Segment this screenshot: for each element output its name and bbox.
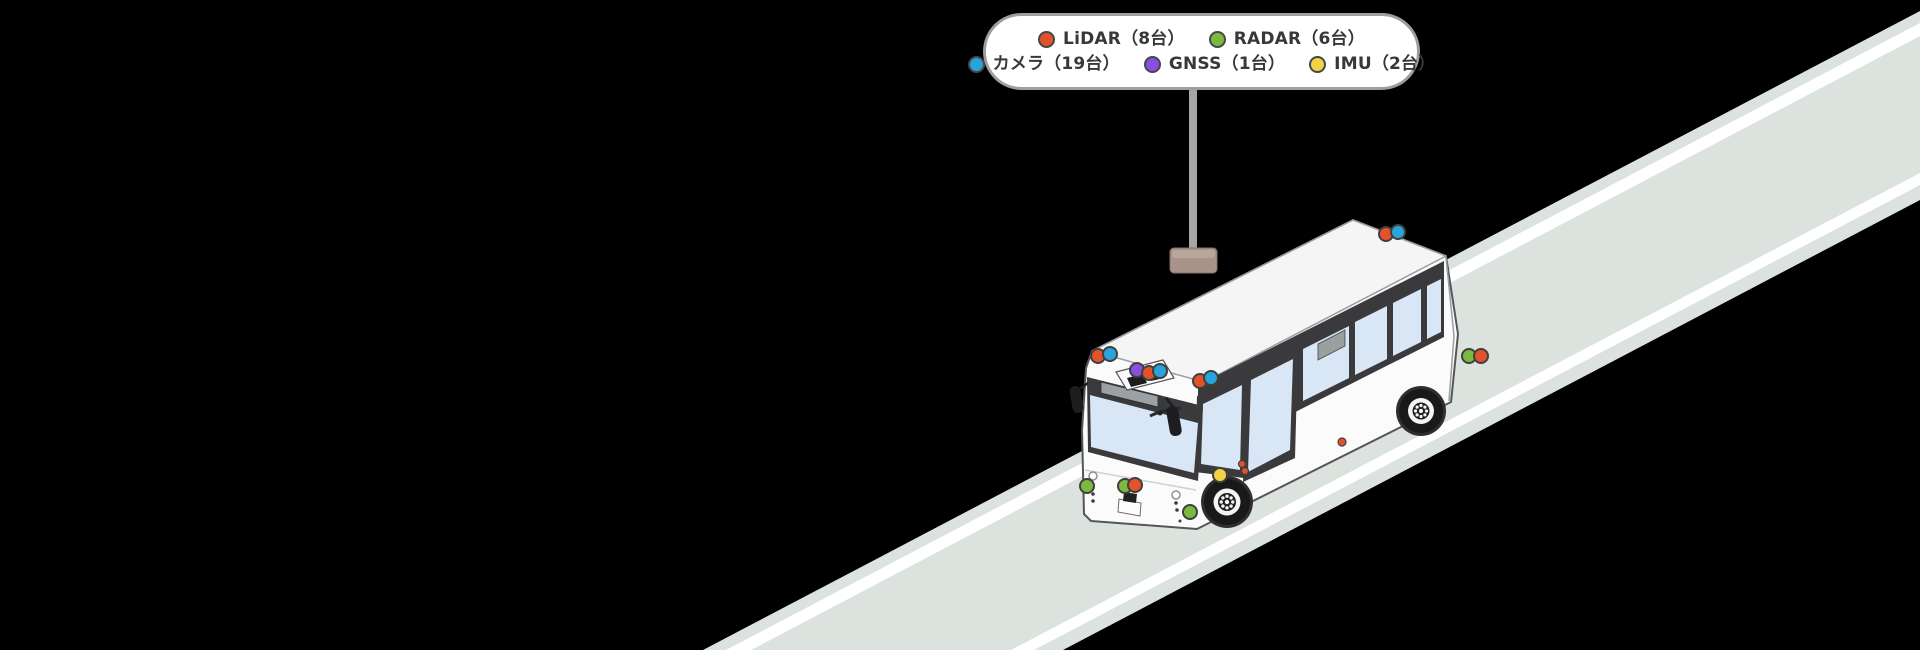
lidar-legend-dot-icon — [1038, 30, 1056, 48]
sensor-dot-lidar — [1473, 348, 1489, 364]
pointer-pole-base-highlight — [1172, 250, 1215, 258]
imu-legend-dot-icon — [1309, 55, 1327, 73]
legend-pointer — [1169, 88, 1218, 274]
driver-window-glass — [1201, 385, 1242, 470]
bumper-dot — [1174, 501, 1178, 505]
sensor-dot-camera — [1390, 224, 1406, 240]
door-glass — [1248, 359, 1293, 472]
side-window-3 — [1393, 289, 1421, 356]
bumper-dot — [1091, 492, 1095, 496]
legend-label-camera: カメラ（19台） — [992, 53, 1120, 74]
destination-display — [1100, 381, 1159, 408]
sensor-dot-lidar — [1127, 477, 1143, 493]
sensor-dot-radar — [1079, 478, 1095, 494]
window-vent-panel — [1317, 329, 1346, 361]
legend-item-imu: IMU（2台） — [1309, 53, 1436, 74]
rear-corner-edge — [1445, 256, 1455, 402]
sensor-dot-radar — [1182, 504, 1198, 520]
legend-label-radar: RADAR（6台） — [1233, 28, 1365, 49]
sensor-dot-camera — [1102, 346, 1118, 362]
sensor-dot-layer — [1079, 224, 1489, 520]
bumper-dot — [1175, 508, 1179, 512]
sensor-dot-imu — [1212, 467, 1228, 483]
radar-legend-dot-icon — [1208, 30, 1226, 48]
legend-item-gnss: GNSS（1台） — [1143, 53, 1286, 74]
rear-wheel — [1396, 386, 1446, 436]
side-window-2 — [1355, 306, 1387, 375]
sensor-dot-lidar — [1240, 466, 1250, 476]
pointer-pole — [1189, 88, 1197, 252]
bus-illustration — [1069, 219, 1459, 530]
wiper — [1149, 406, 1182, 418]
legend-row-1: LiDAR（8台） RADAR（6台） — [1038, 28, 1365, 49]
headlight-left — [1088, 471, 1098, 481]
sensor-dot-lidar — [1237, 459, 1247, 469]
sensor-dot-camera — [1152, 363, 1168, 379]
legend-label-gnss: GNSS（1台） — [1168, 53, 1286, 74]
bumper-dot — [1178, 519, 1182, 523]
legend-item-radar: RADAR（6台） — [1208, 28, 1365, 49]
legend-label-imu: IMU（2台） — [1334, 53, 1436, 74]
roof-sensor-module — [1127, 374, 1147, 387]
legend-item-lidar: LiDAR（8台） — [1038, 28, 1185, 49]
sensor-dot-camera — [1203, 370, 1219, 386]
legend-item-camera: カメラ（19台） — [967, 53, 1120, 74]
lane-line-lower — [1011, 173, 1920, 650]
legend-row-2: カメラ（19台） GNSS（1台） IMU（2台） — [967, 53, 1436, 74]
sensor-dot-lidar — [1337, 437, 1347, 447]
front-wheel — [1201, 476, 1253, 528]
headlight-right — [1171, 490, 1181, 500]
windshield-glass — [1090, 395, 1198, 473]
mirror-right — [1165, 397, 1182, 437]
mirror-left — [1069, 381, 1089, 413]
wiper-pivot — [1157, 410, 1163, 416]
bumper-sensor-module — [1123, 492, 1137, 503]
sensor-legend: LiDAR（8台） RADAR（6台） カメラ（19台） GNSS（1台） IMU（2台… — [967, 13, 1435, 90]
bumper-dot — [1091, 499, 1095, 503]
camera-legend-dot-icon — [967, 55, 985, 73]
gnss-legend-dot-icon — [1143, 55, 1161, 73]
legend-label-lidar: LiDAR（8台） — [1063, 28, 1185, 49]
side-window-4 — [1427, 279, 1441, 339]
